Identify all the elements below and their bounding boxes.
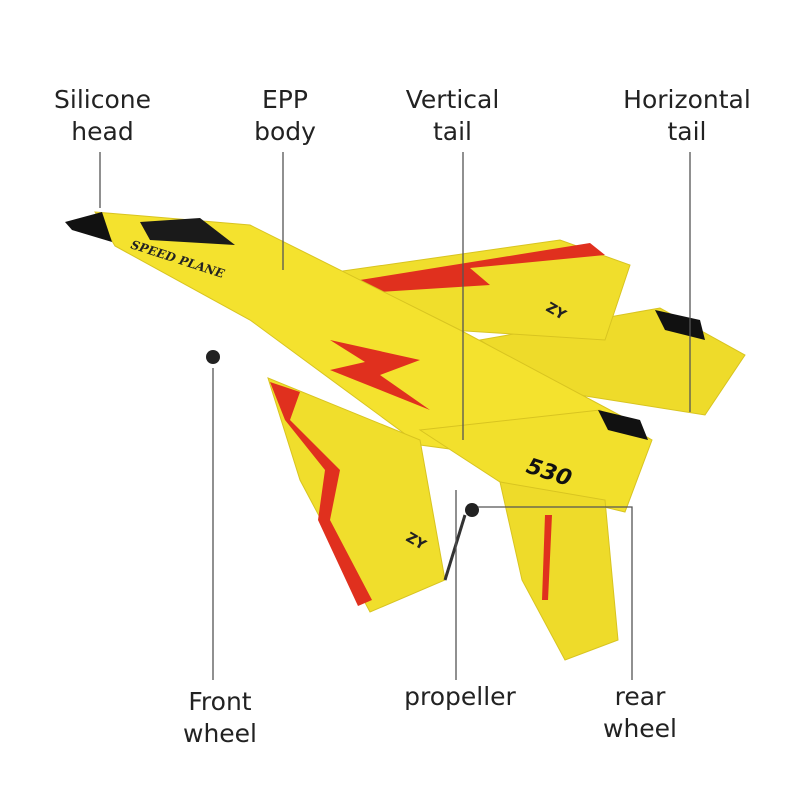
lower-wing [267, 377, 446, 613]
label-rear-wheel: rear wheel [603, 682, 677, 743]
lower-wing-stripe [270, 382, 372, 606]
label-propeller: propeller [404, 682, 516, 711]
rear-wheel [465, 503, 479, 517]
plane: SPEED PLANE 530 ZY ZY [65, 211, 746, 661]
leader-rear-wheel [478, 506, 633, 680]
silicone-nose [65, 212, 112, 242]
vertical-tail-surface [499, 481, 619, 661]
label-horizontal-tail: Horizontal tail [623, 85, 751, 146]
label-silicone-head: Silicone head [54, 85, 151, 146]
propeller-shaft [443, 514, 467, 581]
fin-tip-2 [598, 410, 648, 440]
fuselage-stripe [330, 340, 430, 410]
label-epp-body: EPP body [254, 85, 316, 146]
upper-wing-stripe [360, 243, 605, 292]
label-vertical-tail: Vertical tail [405, 85, 500, 146]
vertical-tail-stripe [542, 515, 552, 600]
canopy [140, 218, 235, 245]
leader-lines [99, 152, 691, 680]
fin-tip-1 [655, 310, 705, 340]
tail-fin-upper [418, 409, 653, 513]
label-front-wheel: Front wheel [183, 687, 257, 748]
front-wheel [206, 350, 220, 364]
